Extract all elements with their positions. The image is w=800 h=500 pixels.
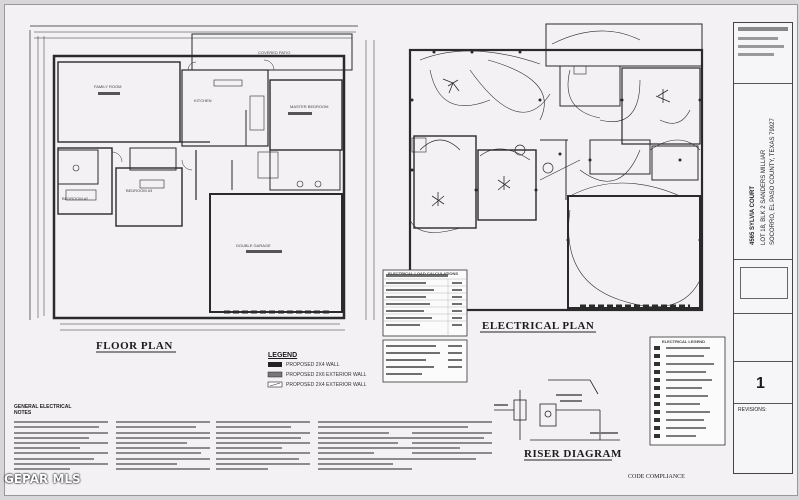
room-label-master-bedroom: MASTER BEDROOM bbox=[290, 104, 329, 109]
room-label-family-room: FAMILY ROOM bbox=[94, 84, 122, 89]
electrical-legend-title: ELECTRICAL LEGEND bbox=[662, 339, 706, 344]
legend-title: LEGEND bbox=[268, 352, 298, 359]
general-notes-column-3 bbox=[216, 418, 310, 473]
room-label-covered-patio: COVERED PATIO bbox=[258, 50, 291, 55]
revisions-label: REVISIONS: bbox=[738, 407, 767, 413]
electrical-plan-title: ELECTRICAL PLAN bbox=[482, 320, 595, 332]
title-block-county: SOCORRO, EL PASO COUNTY, TEXAS 79927 bbox=[770, 118, 776, 245]
code-compliance-title: CODE COMPLIANCE bbox=[628, 474, 685, 480]
legend-item-2x6-exterior-wall: PROPOSED 2X6 EXTERIOR WALL bbox=[286, 372, 367, 378]
room-label-double-garage: DOUBLE GARAGE bbox=[236, 243, 271, 248]
room-label-bedroom-3: BEDROOM #3 bbox=[126, 188, 153, 193]
legend-item-2x4-wall: PROPOSED 2X4 WALL bbox=[286, 362, 340, 368]
legend-item-2x4-exterior-wall: PROPOSED 2X4 EXTERIOR WALL bbox=[286, 382, 367, 388]
room-label-kitchen: KITCHEN bbox=[194, 98, 212, 103]
general-notes-column-4 bbox=[318, 418, 412, 473]
title-block: 4565 SYLVIA COURT LOT 18, BLK 2 SANDERS … bbox=[733, 22, 793, 474]
title-block-address: 4565 SYLVIA COURT bbox=[750, 185, 756, 245]
riser-diagram-title: RISER DIAGRAM bbox=[524, 448, 622, 460]
load-calc-title: ELECTRICAL LOAD CALCULATIONS bbox=[388, 271, 459, 276]
title-block-lot: LOT 18, BLK 2 SANDERS MILLIAR bbox=[761, 149, 767, 245]
room-label-bedroom-2: BEDROOM #2 bbox=[62, 196, 89, 201]
general-notes-title: GENERAL ELECTRICAL NOTES bbox=[14, 404, 72, 416]
general-notes-column-5 bbox=[412, 418, 492, 463]
sheet-number: 1 bbox=[756, 375, 765, 392]
general-notes-column-1 bbox=[14, 418, 108, 473]
mls-watermark: GEPAR MLS bbox=[4, 472, 81, 486]
floor-plan-title: FLOOR PLAN bbox=[96, 340, 173, 352]
general-notes-column-2 bbox=[116, 418, 210, 473]
